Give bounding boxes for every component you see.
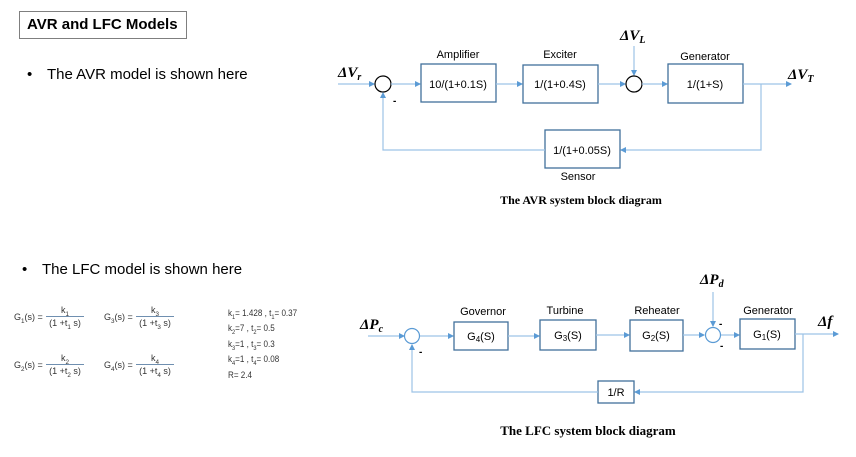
bullet-marker: • — [27, 66, 33, 83]
lfc-summing-junction-2 — [704, 326, 722, 344]
lfc-governor-label: Governor — [460, 306, 506, 318]
lfc-parameters: k1= 1.428 , t1= 0.37 k2=7 , t2= 0.5 k3=1… — [228, 308, 297, 381]
avr-feedback-line — [620, 84, 762, 153]
fraction-bar — [136, 364, 174, 365]
avr-exciter-block — [522, 64, 599, 104]
avr-caption: The AVR system block diagram — [500, 193, 662, 207]
lfc-summing-junction-1 — [403, 327, 421, 345]
bullet-marker: • — [22, 261, 28, 278]
param-row-r: R= 2.4 — [228, 369, 253, 381]
param-row-2: k2=7 , t2= 0.5 — [228, 323, 275, 337]
lfc-generator-tf: G1(S) — [753, 329, 781, 342]
lfc-minus-sign: - — [719, 319, 722, 330]
lfc-governor-block — [453, 321, 509, 351]
avr-amplifier-block — [420, 63, 497, 103]
param-row-1: k1= 1.428 , t1= 0.37 — [228, 308, 298, 321]
avr-generator-tf: 1/(1+S) — [687, 79, 723, 91]
fraction-bar — [136, 316, 174, 317]
lfc-output-label: Δf — [817, 314, 834, 330]
lfc-generator-block — [739, 318, 796, 350]
avr-amplifier-label: Amplifier — [437, 49, 480, 61]
lfc-droop-tf: 1/R — [607, 387, 624, 399]
fraction-bar — [46, 364, 84, 365]
avr-feedback-return-line — [380, 92, 545, 151]
avr-amplifier-tf: 10/(1+0.1S) — [429, 79, 487, 91]
avr-generator-block — [667, 63, 744, 104]
avr-disturbance-label: ΔVL — [619, 28, 646, 46]
avr-sensor-block — [544, 129, 621, 169]
avr-sensor-tf: 1/(1+0.05S) — [553, 145, 611, 157]
avr-output-label: ΔVT — [787, 67, 814, 85]
lfc-caption: The LFC system block diagram — [500, 423, 676, 438]
lfc-generator-label: Generator — [743, 305, 793, 317]
bullet-text: The AVR model is shown here — [47, 66, 248, 83]
lfc-reheater-tf: G2(S) — [642, 330, 670, 343]
lfc-minus-sign: - — [419, 347, 422, 358]
bullet-text: The LFC model is shown here — [42, 261, 243, 278]
lfc-turbine-block — [539, 319, 597, 351]
lfc-turbine-label: Turbine — [547, 305, 584, 317]
param-row-3: k3=1 , t3= 0.3 — [228, 338, 275, 352]
param-row-4: k4=1 , t4= 0.08 — [228, 354, 280, 368]
lfc-feedback-line — [634, 334, 804, 395]
avr-exciter-tf: 1/(1+0.4S) — [534, 79, 586, 91]
fraction-bar — [46, 316, 84, 317]
avr-input-label: ΔVr — [337, 65, 361, 83]
lfc-reheater-block — [629, 319, 684, 352]
avr-summing-junction-1 — [374, 75, 392, 93]
avr-diagram: ΔVr - Amplifier 10/(1+0.1S) Exciter 1/(1… — [337, 28, 814, 207]
slide-title: AVR and LFC Models — [19, 11, 187, 39]
lfc-reheater-label: Reheater — [634, 305, 680, 317]
lfc-diagram: ΔPc - Governor G4(S) Turbine G3(S) Rehea… — [359, 272, 839, 438]
lfc-turbine-tf: G3(S) — [554, 330, 582, 343]
avr-summing-junction-2 — [625, 75, 643, 93]
avr-exciter-label: Exciter — [543, 49, 577, 61]
lfc-input-label: ΔPc — [359, 317, 384, 335]
lfc-governor-tf: G4(S) — [467, 331, 495, 344]
avr-sensor-label: Sensor — [561, 171, 596, 183]
avr-minus-sign: - — [393, 96, 396, 107]
lfc-minus-sign: - — [720, 341, 723, 352]
lfc-disturbance-label: ΔPd — [699, 272, 725, 290]
lfc-feedback-return-line — [409, 344, 598, 393]
avr-generator-label: Generator — [680, 51, 730, 63]
